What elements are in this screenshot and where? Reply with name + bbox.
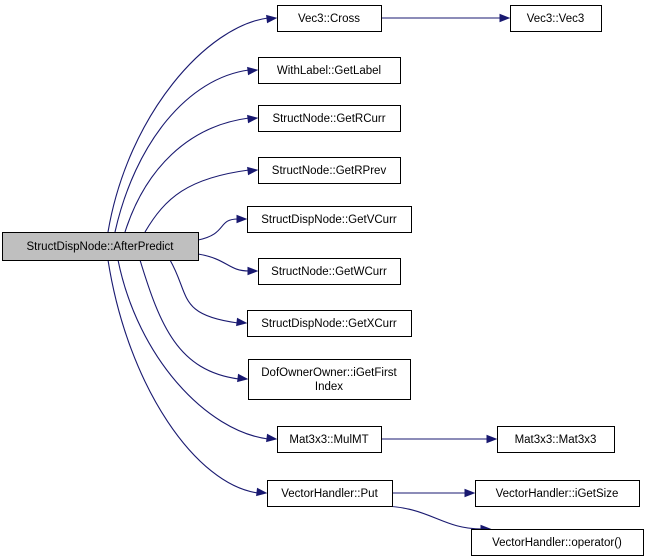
node-mat3x3-mat3x3[interactable]: Mat3x3::Mat3x3 [497, 426, 615, 453]
node-label: StructNode::GetWCurr [271, 266, 387, 278]
arrowhead-icon [266, 433, 278, 443]
arrowhead-icon [247, 166, 259, 176]
node-label: WithLabel::GetLabel [277, 65, 381, 77]
edge-after-predict-to-structnode-getrprev [144, 166, 259, 233]
node-vec3-cross[interactable]: Vec3::Cross [277, 5, 382, 32]
edge-line [197, 218, 239, 241]
node-box [258, 57, 401, 84]
edge-line [114, 69, 250, 233]
edge-line [139, 259, 240, 380]
edge-line [379, 505, 483, 530]
node-after-predict[interactable]: StructDispNode::AfterPredict [2, 232, 199, 261]
edge-after-predict-to-dofownerowner-igetfirstindex [139, 259, 249, 383]
edge-vectorhandler-put-to-vectorhandler-igetsize [391, 488, 476, 498]
node-mat3x3-mulmt[interactable]: Mat3x3::MulMT [277, 426, 382, 453]
node-box [258, 258, 401, 285]
edges-layer [107, 13, 511, 534]
node-label: StructDispNode::GetVCurr [261, 214, 397, 226]
edge-after-predict-to-structnode-getrcurr [124, 114, 259, 233]
arrowhead-icon [266, 14, 278, 24]
node-box [497, 426, 615, 453]
node-vectorhandler-igetsize[interactable]: VectorHandler::iGetSize [475, 480, 640, 507]
arrowhead-icon [256, 487, 268, 497]
arrowhead-icon [464, 488, 476, 498]
edge-line [144, 169, 250, 233]
node-label: StructNode::GetRCurr [272, 113, 385, 125]
edge-line [197, 253, 250, 272]
node-box [258, 105, 401, 132]
edge-after-predict-to-structdispnode-getxcurr [169, 259, 248, 327]
node-label: Vec3::Cross [298, 13, 360, 25]
node-vectorhandler-operator[interactable]: VectorHandler::operator() [471, 529, 644, 556]
node-box [248, 359, 411, 400]
node-box [510, 5, 602, 32]
node-structdispnode-getvcurr[interactable]: StructDispNode::GetVCurr [247, 206, 412, 233]
arrowhead-icon [236, 317, 248, 327]
node-structdispnode-getxcurr[interactable]: StructDispNode::GetXCurr [247, 310, 412, 337]
node-withlabel-getlabel[interactable]: WithLabel::GetLabel [258, 57, 401, 84]
arrowhead-icon [236, 214, 248, 224]
node-structnode-getrprev[interactable]: StructNode::GetRPrev [258, 157, 401, 184]
node-box [267, 480, 393, 507]
node-box [2, 232, 199, 261]
arrowhead-icon [486, 434, 498, 444]
node-box [247, 310, 412, 337]
node-label: VectorHandler::Put [281, 488, 378, 500]
node-box [471, 529, 644, 556]
node-label: StructDispNode::GetXCurr [261, 318, 397, 330]
edge-after-predict-to-mat3x3-mulmt [117, 259, 278, 443]
node-label: StructNode::GetRPrev [272, 165, 387, 177]
edge-vec3-cross-to-vec3-vec3 [381, 13, 511, 23]
node-label: DofOwnerOwner::iGetFirst [261, 367, 397, 379]
node-box [247, 206, 412, 233]
node-box [258, 157, 401, 184]
edge-line [169, 259, 239, 324]
node-label: StructDispNode::AfterPredict [26, 241, 174, 253]
edge-line [117, 259, 269, 440]
node-label: VectorHandler::iGetSize [496, 488, 619, 500]
node-label: Mat3x3::Mat3x3 [515, 434, 597, 446]
arrowhead-icon [499, 13, 511, 23]
node-vec3-vec3[interactable]: Vec3::Vec3 [510, 5, 602, 32]
node-label: Vec3::Vec3 [527, 13, 585, 25]
edge-mat3x3-mulmt-to-mat3x3-mat3x3 [381, 434, 498, 444]
arrowhead-icon [247, 114, 259, 124]
edge-after-predict-to-vectorhandler-put [107, 259, 268, 497]
node-structnode-getrcurr[interactable]: StructNode::GetRCurr [258, 105, 401, 132]
node-box [277, 426, 382, 453]
node-structnode-getwcurr[interactable]: StructNode::GetWCurr [258, 258, 401, 285]
node-box [277, 5, 382, 32]
arrowhead-icon [237, 373, 249, 383]
node-box [475, 480, 640, 507]
node-label: VectorHandler::operator() [492, 537, 622, 549]
edge-after-predict-to-vec3-cross [107, 14, 278, 233]
edge-after-predict-to-structnode-getwcurr [197, 253, 259, 276]
arrowhead-icon [247, 266, 259, 276]
edge-line [124, 117, 250, 233]
node-label: Mat3x3::MulMT [289, 434, 368, 446]
arrowhead-icon [247, 66, 259, 76]
edge-after-predict-to-withlabel-getlabel [114, 66, 259, 233]
edge-line [107, 17, 269, 233]
node-label: Index [315, 381, 343, 393]
edge-after-predict-to-structdispnode-getvcurr [197, 214, 248, 241]
edge-vectorhandler-put-to-vectorhandler-operator [379, 505, 492, 534]
node-vectorhandler-put[interactable]: VectorHandler::Put [267, 480, 393, 507]
edge-line [107, 259, 259, 494]
